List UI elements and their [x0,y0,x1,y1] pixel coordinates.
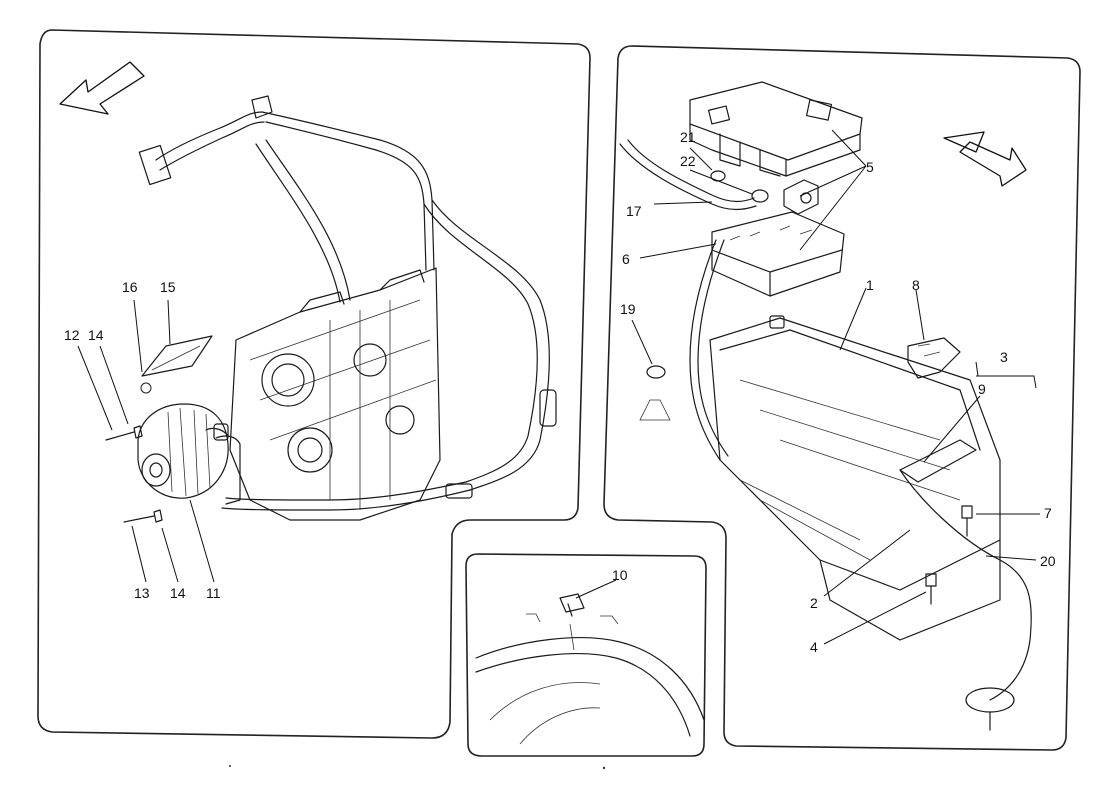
part-label-6: 6 [622,251,630,267]
wiring-harness [138,95,557,511]
part-label-14: 14 [170,585,186,601]
bracket-part-9 [899,439,977,483]
part-label-14: 14 [88,327,104,343]
part-label-21: 21 [680,129,696,145]
panel-frames [37,29,1081,757]
left-panel-frame [37,29,591,739]
grommet-part-22 [751,189,769,203]
alternator-assembly [137,403,241,505]
direction-arrow-left-icon [59,61,145,115]
part-label-12: 12 [64,327,80,343]
clip-part-10 [559,593,585,617]
part-label-19: 19 [620,301,636,317]
part-label-10: 10 [612,567,628,583]
part-labels: 16 15 12 14 13 14 11 21 22 5 17 6 1 8 19… [64,129,1056,655]
part-label-22: 22 [680,153,696,169]
part-label-7: 7 [1044,505,1052,521]
part-label-3: 3 [1000,349,1008,365]
sensor-part-5 [783,179,819,215]
ground-cable-part-20 [899,469,1032,731]
page-dot [229,765,231,767]
page-dot [602,766,606,770]
right-panel-frame [603,45,1081,751]
leader-lines [77,129,1040,645]
engine-block [229,267,441,521]
part-label-4: 4 [810,639,818,655]
cap-part-19 [646,365,666,379]
part-label-11: 11 [206,585,221,601]
part-label-9: 9 [978,381,986,397]
part-label-5: 5 [866,159,874,175]
battery-tray-part-1 [709,317,1001,641]
bolt-part-12 [105,425,143,441]
bottom-panel-frame [465,553,707,757]
bottom-panel-detail [475,593,705,745]
fuse-box-part-6 [711,211,845,329]
part-label-8: 8 [912,277,920,293]
part-label-15: 15 [160,279,176,295]
part-label-1: 1 [866,277,874,293]
control-unit-part-5 [689,81,863,177]
bolt-part-7 [961,505,973,537]
part-label-20: 20 [1040,553,1056,569]
part-label-13: 13 [134,585,150,601]
part-label-17: 17 [626,203,642,219]
bracket-part-15 [140,335,213,394]
direction-arrow-right-icon [943,131,1027,187]
grommet-part-21 [710,170,726,182]
part-label-2: 2 [810,595,818,611]
bolt-part-13 [123,509,163,523]
bolt-part-4 [925,573,937,605]
part-label-16: 16 [122,279,138,295]
connector-part-8 [907,337,961,379]
